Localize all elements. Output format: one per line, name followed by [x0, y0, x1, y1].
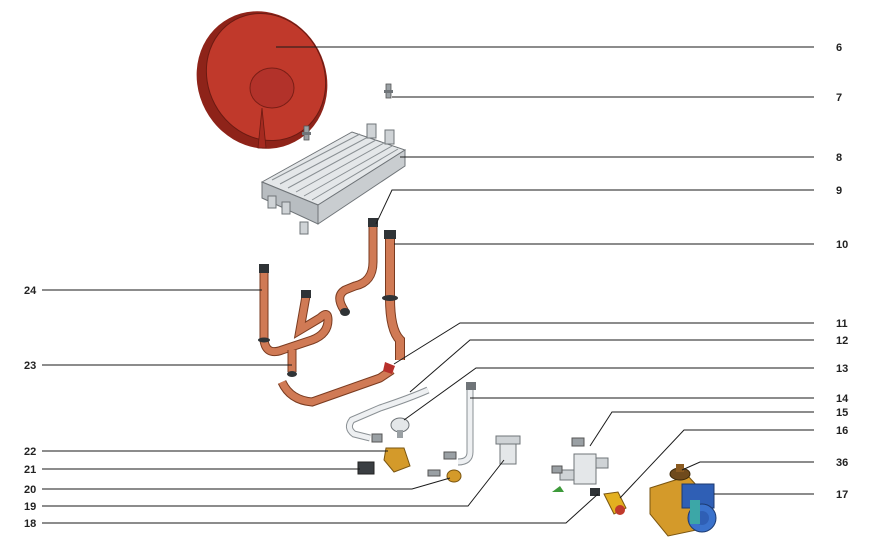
- label-36: 36: [836, 457, 848, 469]
- expansion-vessel: [196, 11, 328, 149]
- circulation-pump-17: [649, 475, 717, 537]
- bypass-pipe: [345, 386, 430, 442]
- label-14: 14: [836, 393, 849, 405]
- air-vent-small: [302, 125, 311, 141]
- label-22: 22: [24, 446, 36, 458]
- label-19: 19: [24, 501, 36, 513]
- hydraulic-block-15: [551, 437, 609, 492]
- label-21: 21: [24, 464, 36, 476]
- label-18: 18: [24, 518, 36, 530]
- label-20: 20: [24, 484, 36, 496]
- label-11: 11: [836, 318, 848, 330]
- label-23: 23: [24, 360, 36, 372]
- label-10: 10: [836, 239, 848, 251]
- label-12: 12: [836, 335, 848, 347]
- label-16: 16: [836, 425, 848, 437]
- label-24: 24: [24, 285, 37, 297]
- pipe-assembly-23: [277, 350, 395, 407]
- safety-valve-16: [590, 488, 627, 515]
- label-13: 13: [836, 363, 848, 375]
- return-pipe-10: [382, 230, 405, 360]
- label-17: 17: [836, 489, 848, 501]
- air-vent-valve: [384, 83, 393, 99]
- pressure-sensor: [390, 417, 410, 438]
- pipe-14: [457, 382, 476, 466]
- filter-housing-19: [495, 435, 521, 465]
- pipe-assembly-24: [258, 264, 333, 357]
- flow-pipe-9: [335, 218, 378, 316]
- label-7: 7: [836, 92, 842, 104]
- part-labels: 6 7 8 9 10 11 12 13 14 15 16 36 17 24 23…: [24, 42, 849, 530]
- leader-lines: [42, 46, 814, 524]
- label-8: 8: [836, 152, 842, 164]
- pump-air-vent-36: [669, 464, 691, 481]
- fittings-20: [427, 451, 462, 483]
- valve-22: [371, 433, 411, 473]
- label-15: 15: [836, 407, 848, 419]
- fitting-21: [357, 461, 375, 475]
- label-6: 6: [836, 42, 842, 54]
- heat-exchanger: [260, 123, 407, 235]
- label-9: 9: [836, 185, 842, 197]
